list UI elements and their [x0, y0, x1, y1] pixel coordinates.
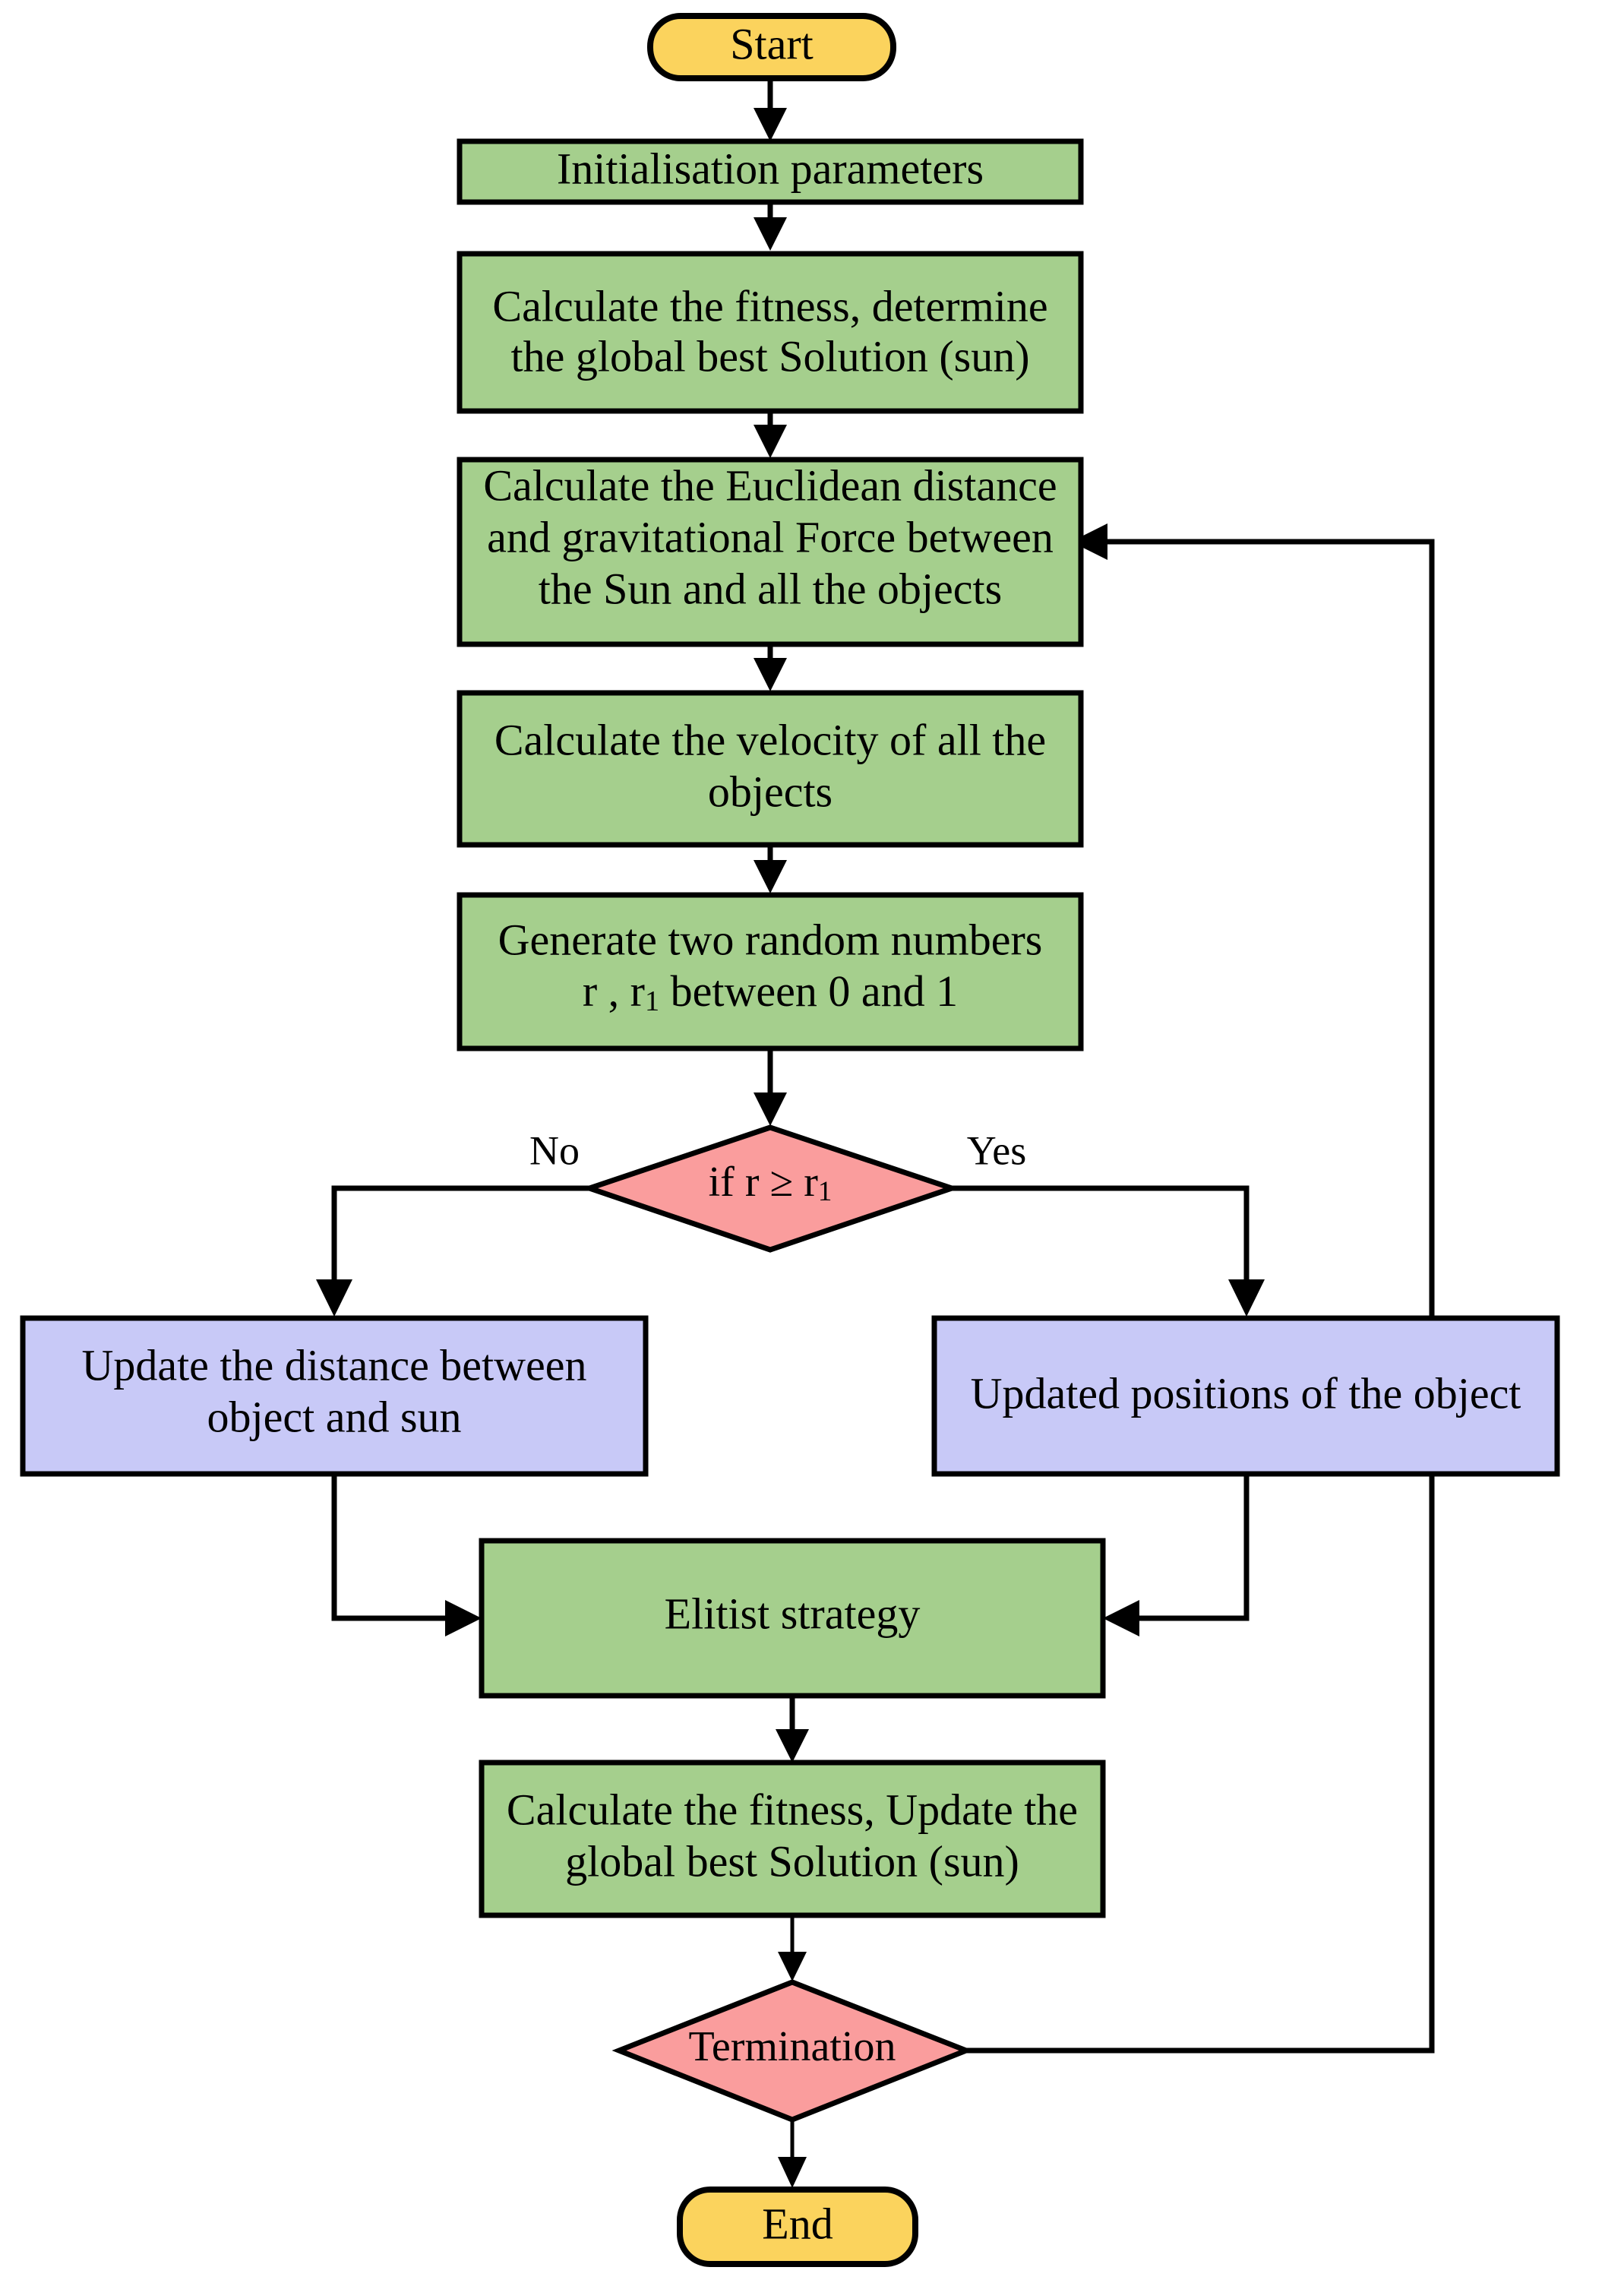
decision-r-label-a: if r ≥ r	[709, 1159, 819, 1206]
velocity-line2: objects	[708, 767, 833, 816]
edge-label-no: No	[529, 1127, 580, 1173]
node-updated-positions[interactable]: Updated positions of the object	[931, 1315, 1560, 1477]
edge-init-to-fitness	[754, 202, 787, 251]
fitness-global-best-shape	[457, 251, 1084, 414]
fitness-global-best-line1: Calculate the fitness, determine	[492, 281, 1047, 330]
edge-fitness2-to-termination	[778, 1915, 807, 1981]
fitness-update-line1: Calculate the fitness, Update the	[507, 1785, 1078, 1834]
node-calculate-fitness-update-global-best[interactable]: Calculate the fitness, Update the global…	[479, 1760, 1106, 1918]
elitist-strategy-label: Elitist strategy	[665, 1589, 921, 1638]
end-shape	[677, 2187, 918, 2267]
fitness-update-line2: global best Solution (sun)	[565, 1836, 1019, 1886]
random-numbers-line2: r , r1 between 0 and 1	[583, 966, 958, 1017]
init-label: Initialisation parameters	[557, 144, 984, 193]
elitist-strategy-shape	[479, 1538, 1106, 1699]
random-numbers-line2-subscript: 1	[645, 985, 659, 1017]
termination-label: Termination	[689, 2023, 896, 2070]
edge-termination-feedback-loop	[966, 523, 1435, 2054]
node-start[interactable]: Start	[647, 13, 896, 81]
decision-r-shape	[581, 1124, 960, 1253]
node-generate-random-numbers[interactable]: Generate two random numbers r , r1 betwe…	[457, 892, 1084, 1051]
edge-decision-no-to-update-distance	[316, 1185, 589, 1317]
connectors-group	[316, 80, 1435, 2188]
node-end[interactable]: End	[677, 2187, 918, 2267]
init-shape	[457, 138, 1084, 205]
updated-positions-shape	[931, 1315, 1560, 1477]
edge-decision-yes-to-updated-positions	[951, 1185, 1265, 1317]
decision-r-label: if r ≥ r1	[709, 1159, 833, 1206]
velocity-line1: Calculate the velocity of all the	[494, 715, 1046, 764]
random-numbers-line1: Generate two random numbers	[498, 915, 1043, 964]
updated-positions-label: Updated positions of the object	[971, 1368, 1521, 1418]
edge-euclid-to-velocity	[754, 644, 787, 691]
fitness-global-best-line2: the global best Solution (sun)	[510, 331, 1029, 381]
start-label: Start	[730, 19, 814, 68]
random-numbers-shape	[457, 892, 1084, 1051]
edge-velocity-to-random	[754, 845, 787, 893]
start-shape	[647, 13, 896, 81]
node-decision-if-r-ge-r1[interactable]: if r ≥ r1 No Yes	[529, 1124, 1027, 1253]
end-label: End	[762, 2199, 833, 2248]
update-distance-line2: object and sun	[207, 1392, 461, 1441]
random-numbers-line2-b: between 0 and 1	[659, 966, 958, 1016]
update-distance-shape	[20, 1315, 649, 1477]
edge-label-yes: Yes	[967, 1127, 1027, 1173]
edge-termination-to-end	[778, 2120, 807, 2188]
edge-elitist-to-fitness2	[776, 1696, 809, 1763]
node-calculate-fitness-global-best[interactable]: Calculate the fitness, determine the glo…	[457, 251, 1084, 414]
random-numbers-line2-a: r , r	[583, 966, 645, 1016]
node-euclidean-distance-force[interactable]: Calculate the Euclidean distance and gra…	[457, 457, 1084, 647]
node-initialisation-parameters[interactable]: Initialisation parameters	[457, 138, 1084, 205]
euclidean-force-shape	[457, 457, 1084, 647]
euclidean-force-line3: the Sun and all the objects	[539, 564, 1002, 613]
euclidean-force-line2: and gravitational Force between	[487, 512, 1054, 561]
edge-updated-positions-to-elitist	[1103, 1474, 1250, 1636]
edge-start-to-init	[754, 80, 787, 141]
fitness-update-shape	[479, 1760, 1106, 1918]
edge-update-distance-to-elitist	[331, 1474, 482, 1636]
edge-random-to-decision	[754, 1048, 787, 1126]
node-update-distance[interactable]: Update the distance between object and s…	[20, 1315, 649, 1477]
termination-shape	[611, 1979, 974, 2123]
edge-fitness-to-euclid	[754, 411, 787, 458]
velocity-shape	[457, 690, 1084, 848]
euclidean-force-line1: Calculate the Euclidean distance	[483, 460, 1057, 510]
node-elitist-strategy[interactable]: Elitist strategy	[479, 1538, 1106, 1699]
decision-r-label-subscript: 1	[818, 1175, 832, 1206]
update-distance-line1: Update the distance between	[81, 1340, 586, 1390]
node-calculate-velocity[interactable]: Calculate the velocity of all the object…	[457, 690, 1084, 848]
node-termination[interactable]: Termination	[611, 1979, 974, 2123]
